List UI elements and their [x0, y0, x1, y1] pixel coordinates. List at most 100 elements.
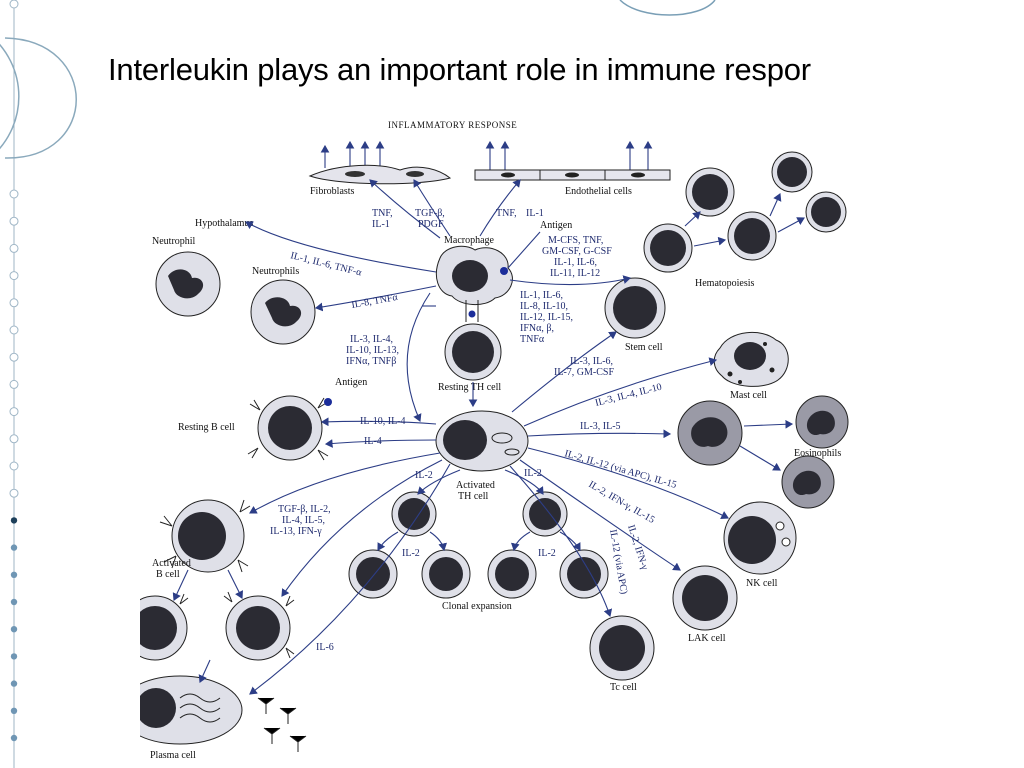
activated-th-label-1: Activated [456, 480, 495, 491]
plasma-cell [140, 675, 243, 745]
label-b-2: IL-4 [364, 436, 382, 447]
decor-arc-left2 [4, 37, 77, 159]
label-tnf-1: TNF, [372, 208, 393, 219]
neutrophil-cell-1 [155, 251, 221, 317]
antigen-b-label: Antigen [335, 377, 367, 388]
bullet-dot-open [9, 298, 19, 308]
label-tc-2: IL-12 (via APC) [607, 529, 629, 595]
decor-arc-top [619, 0, 716, 16]
bullet-dot-filled [10, 734, 18, 742]
activated-b-label-2: B cell [156, 569, 180, 580]
bullet-dot-filled [10, 653, 18, 660]
label-il2-a: IL-2 [415, 470, 433, 481]
bullet-dot-open [9, 434, 19, 444]
label-hypothalamus-signals: IL-1, IL-6, TNF-α [289, 250, 363, 278]
neutrophil-cell-2 [250, 279, 316, 345]
stem-cell-label: Stem cell [625, 342, 663, 353]
label-th-mac-1: IL-3, IL-4, [350, 334, 393, 345]
bullet-dot-open [9, 488, 19, 498]
label-tnf-2: TNF, [496, 208, 517, 219]
bullet-dot-filled [10, 571, 18, 578]
label-mac-th-4: IFNα, β, [520, 323, 554, 334]
label-th-mac-3: IFNα, TNFβ [346, 356, 396, 367]
bullet-dot-filled [10, 680, 18, 687]
bullet-dot-filled [10, 517, 18, 524]
hypothalamus-label: Hypothalamus [195, 218, 253, 229]
bullet-dot-open [9, 379, 19, 389]
label-actb-1: TGF-β, IL-2, [278, 504, 331, 515]
bullet-dot-filled [10, 544, 18, 551]
antigen-macrophage-label: Antigen [540, 220, 572, 231]
lak-cell [672, 565, 738, 631]
interleukin-diagram: INFLAMMATORY RESPONSE Fibroblasts Endoth… [140, 120, 849, 761]
activated-th-cell [435, 410, 529, 472]
label-pdgf: PDGF [418, 219, 444, 230]
label-mcfs-1: M-CFS, TNF, [548, 235, 603, 246]
endothelial-label: Endothelial cells [565, 186, 632, 197]
label-mcfs-3: IL-1, IL-6, [554, 257, 597, 268]
mast-cell [713, 331, 789, 387]
neutrophil-2-label: Neutrophils [252, 266, 299, 277]
clonal-expansion-label: Clonal expansion [442, 601, 512, 612]
resting-th-label: Resting TH cell [438, 382, 501, 393]
fibroblasts-shape [308, 164, 452, 185]
activated-b-cell [159, 499, 251, 573]
eosinophils-label: Eosinophils [794, 448, 841, 459]
tc-cell [589, 615, 655, 681]
label-b-1: IL-10, IL-4 [360, 416, 406, 427]
stem-cell [604, 277, 666, 339]
mast-cell-label: Mast cell [730, 390, 767, 401]
label-mac-th-2: IL-8, IL-10, [520, 301, 568, 312]
nk-cell [723, 501, 797, 575]
bullet-dot-filled [10, 598, 18, 606]
label-mac-th-3: IL-12, IL-15, [520, 312, 573, 323]
slide-title: Interleukin plays an important role in i… [108, 52, 811, 87]
label-il1-1: IL-1 [372, 219, 390, 230]
label-stem-2: IL-7, GM-CSF [554, 367, 614, 378]
label-mac-th-5: TNFα [520, 334, 545, 345]
b-cells-lower [140, 591, 295, 661]
macrophage-label: Macrophage [444, 235, 495, 246]
bullet-dot-open [9, 243, 19, 253]
hematopoiesis-label: Hematopoiesis [695, 278, 755, 289]
antibodies [257, 697, 307, 752]
activated-b-label-1: Activated [152, 558, 191, 569]
label-il2-c: IL-2 [402, 548, 420, 559]
label-nk: IL-2, IL-12 (via APC), IL-15 [563, 448, 678, 491]
inflammatory-response-header: INFLAMMATORY RESPONSE [388, 120, 517, 130]
bullet-dot-open [9, 271, 19, 281]
fibroblasts-label: Fibroblasts [310, 186, 355, 197]
bullet-dot-open [9, 407, 19, 417]
label-actb-2: IL-4, IL-5, [282, 515, 325, 526]
label-mac-th-1: IL-1, IL-6, [520, 290, 563, 301]
label-mcfs-2: GM-CSF, G-CSF [542, 246, 612, 257]
label-actb-3: IL-13, IFN-γ [270, 526, 322, 537]
bullet-dot-column [9, 0, 19, 742]
label-il1-2: IL-1 [526, 208, 544, 219]
resting-b-label: Resting B cell [178, 422, 235, 433]
endothelial-shape [474, 169, 671, 181]
label-eos: IL-3, IL-5 [580, 421, 621, 432]
mhc-connector [465, 300, 479, 322]
bullet-dot-filled [10, 626, 18, 633]
bullet-dot-open [9, 325, 19, 335]
hematopoiesis-cells [643, 151, 847, 273]
bullet-dot-open [9, 216, 19, 226]
plasma-cell-label: Plasma cell [150, 750, 196, 761]
activated-th-label-2: TH cell [458, 491, 488, 502]
resting-b-cell [247, 395, 332, 461]
label-il2-d: IL-2 [538, 548, 556, 559]
label-il2-b: IL-2 [524, 468, 542, 479]
bullet-dot-open [9, 352, 19, 362]
resting-th-cell [444, 323, 502, 381]
bullet-dot-filled [10, 707, 18, 714]
bullet-dot-open [9, 461, 19, 471]
signal-arrows [172, 179, 729, 695]
label-tgfb: TGF-β, [415, 208, 445, 219]
macrophage-cell [436, 245, 513, 305]
bullet-dot-open [9, 189, 19, 199]
eosinophil-cells [677, 395, 849, 509]
lak-cell-label: LAK cell [688, 633, 726, 644]
bullet-dot-open [9, 0, 19, 9]
